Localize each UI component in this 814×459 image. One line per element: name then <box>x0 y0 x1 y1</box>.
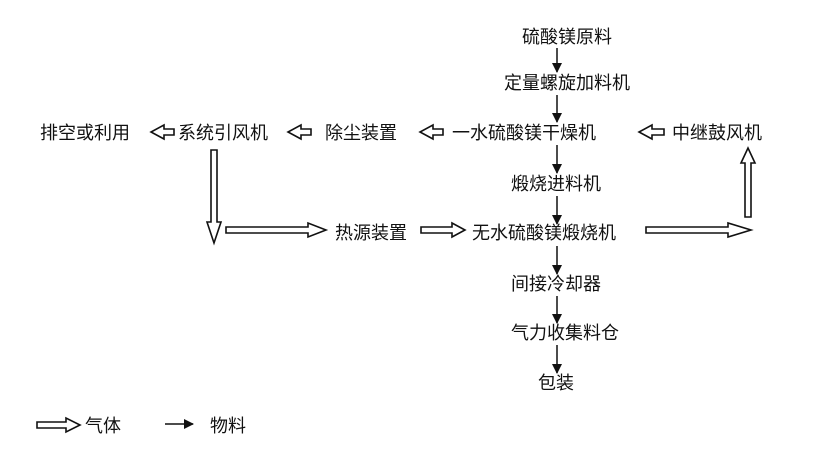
gas-arrow-to-heat <box>225 221 329 239</box>
node-screw-feeder: 定量螺旋加料机 <box>504 73 630 94</box>
node-exhaust: 排空或利用 <box>40 123 130 144</box>
node-calciner: 无水硫酸镁煅烧机 <box>472 223 616 244</box>
gas-arrow-fan-to-exhaust <box>149 123 175 141</box>
gas-arrow-dust-to-fan <box>286 123 312 141</box>
gas-arrow-dryer-to-dust <box>418 123 444 141</box>
gas-arrow-fan-down <box>205 149 223 246</box>
node-dryer: 一水硫酸镁干燥机 <box>452 123 596 144</box>
node-packaging: 包装 <box>538 373 574 394</box>
node-pneumatic-silo: 气力收集料仓 <box>511 323 619 344</box>
legend-material-label: 物料 <box>210 416 246 437</box>
node-dust-removal: 除尘装置 <box>325 123 397 144</box>
gas-arrow-booster-to-dryer <box>637 123 665 141</box>
node-induced-fan: 系统引风机 <box>178 123 268 144</box>
gas-arrow-up-to-booster <box>739 146 757 218</box>
legend: 气体 物料 <box>36 416 246 437</box>
node-raw-material: 硫酸镁原料 <box>522 27 612 48</box>
node-booster-fan: 中继鼓风机 <box>672 123 762 144</box>
node-heat-source: 热源装置 <box>335 223 407 244</box>
gas-flow-arrows <box>149 123 757 246</box>
legend-gas-arrow-icon <box>36 416 82 434</box>
legend-gas-label: 气体 <box>85 416 121 437</box>
node-calcination-feeder: 煅烧进料机 <box>511 174 601 195</box>
process-nodes: 硫酸镁原料 定量螺旋加料机 排空或利用 系统引风机 除尘装置 一水硫酸镁干燥机 … <box>40 27 762 394</box>
gas-arrow-heat-to-calciner <box>420 221 467 239</box>
node-indirect-cooler: 间接冷却器 <box>511 274 601 295</box>
gas-arrow-calciner-right <box>645 221 754 239</box>
